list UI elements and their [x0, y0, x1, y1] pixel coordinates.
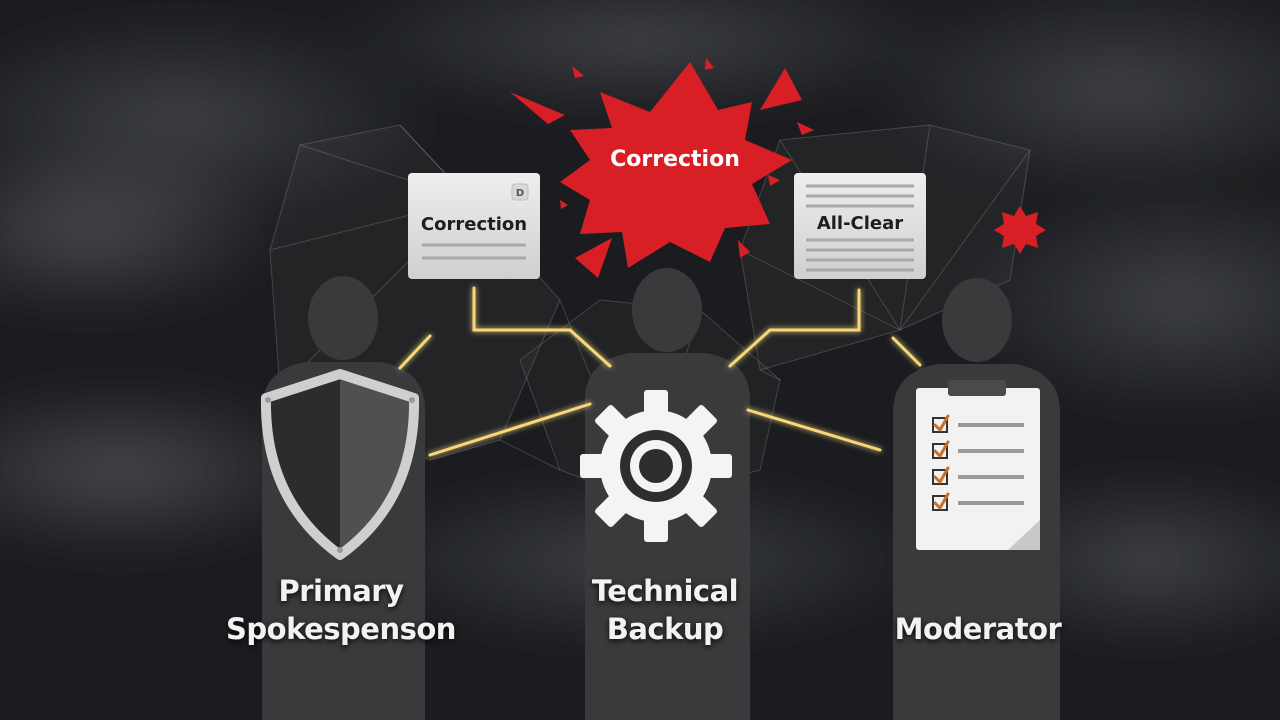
small-burst-icon	[994, 206, 1046, 254]
clipboard-checklist-icon	[916, 380, 1040, 550]
role-label-technical-backup: Technical Backup	[560, 572, 770, 648]
connector-lines	[398, 286, 922, 457]
check-mark-icon	[933, 414, 950, 510]
role-label-line: Primary	[278, 574, 405, 608]
role-label-line: Technical	[591, 574, 739, 608]
role-label-line: Spokespenson	[226, 612, 456, 646]
shield-icon	[260, 369, 420, 560]
connector-tech-to-primary	[428, 402, 592, 457]
burst-label: Correction	[610, 147, 740, 172]
role-label-line: Moderator	[894, 612, 1062, 646]
checkbox-icon	[932, 417, 948, 511]
role-label-primary-spokesperson: Primary Spokespenson	[222, 572, 460, 648]
card-badge-icon	[511, 183, 529, 201]
burst-shards	[510, 58, 814, 278]
connector-correction-card	[472, 286, 612, 368]
card-title: All-Clear	[817, 213, 903, 234]
checklist-rows	[932, 414, 1024, 511]
correction-card: D Correction	[408, 173, 540, 279]
correction-burst: Correction	[510, 58, 814, 278]
burst-shape	[560, 62, 792, 268]
gear-icon	[580, 390, 732, 542]
card-text-lines	[422, 243, 526, 260]
connector-tech-to-moderator	[746, 408, 882, 452]
connector-allclear-card	[728, 288, 861, 368]
card-title: Correction	[421, 214, 527, 235]
card-badge-glyph: D	[516, 188, 524, 199]
card-text-lines	[806, 184, 914, 272]
role-label-line: Backup	[606, 612, 724, 646]
all-clear-card: All-Clear	[794, 173, 926, 279]
connector-moderator-top	[891, 336, 922, 367]
role-label-moderator: Moderator	[880, 610, 1076, 648]
connector-primary-top	[398, 334, 432, 370]
checklist-lines	[958, 423, 1024, 505]
